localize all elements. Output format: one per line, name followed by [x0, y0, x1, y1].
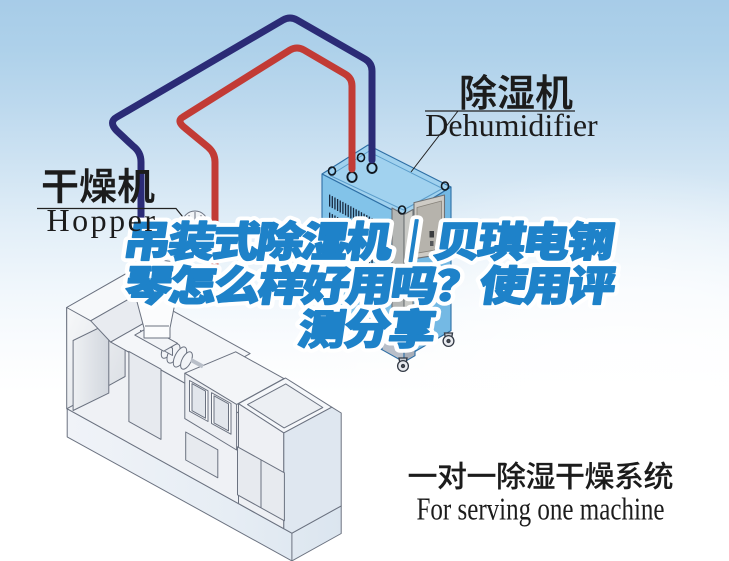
svg-text:For serving one machine: For serving one machine: [416, 492, 664, 528]
svg-text:Dehumidifier: Dehumidifier: [425, 107, 598, 143]
svg-text:Hopper: Hopper: [47, 202, 158, 238]
